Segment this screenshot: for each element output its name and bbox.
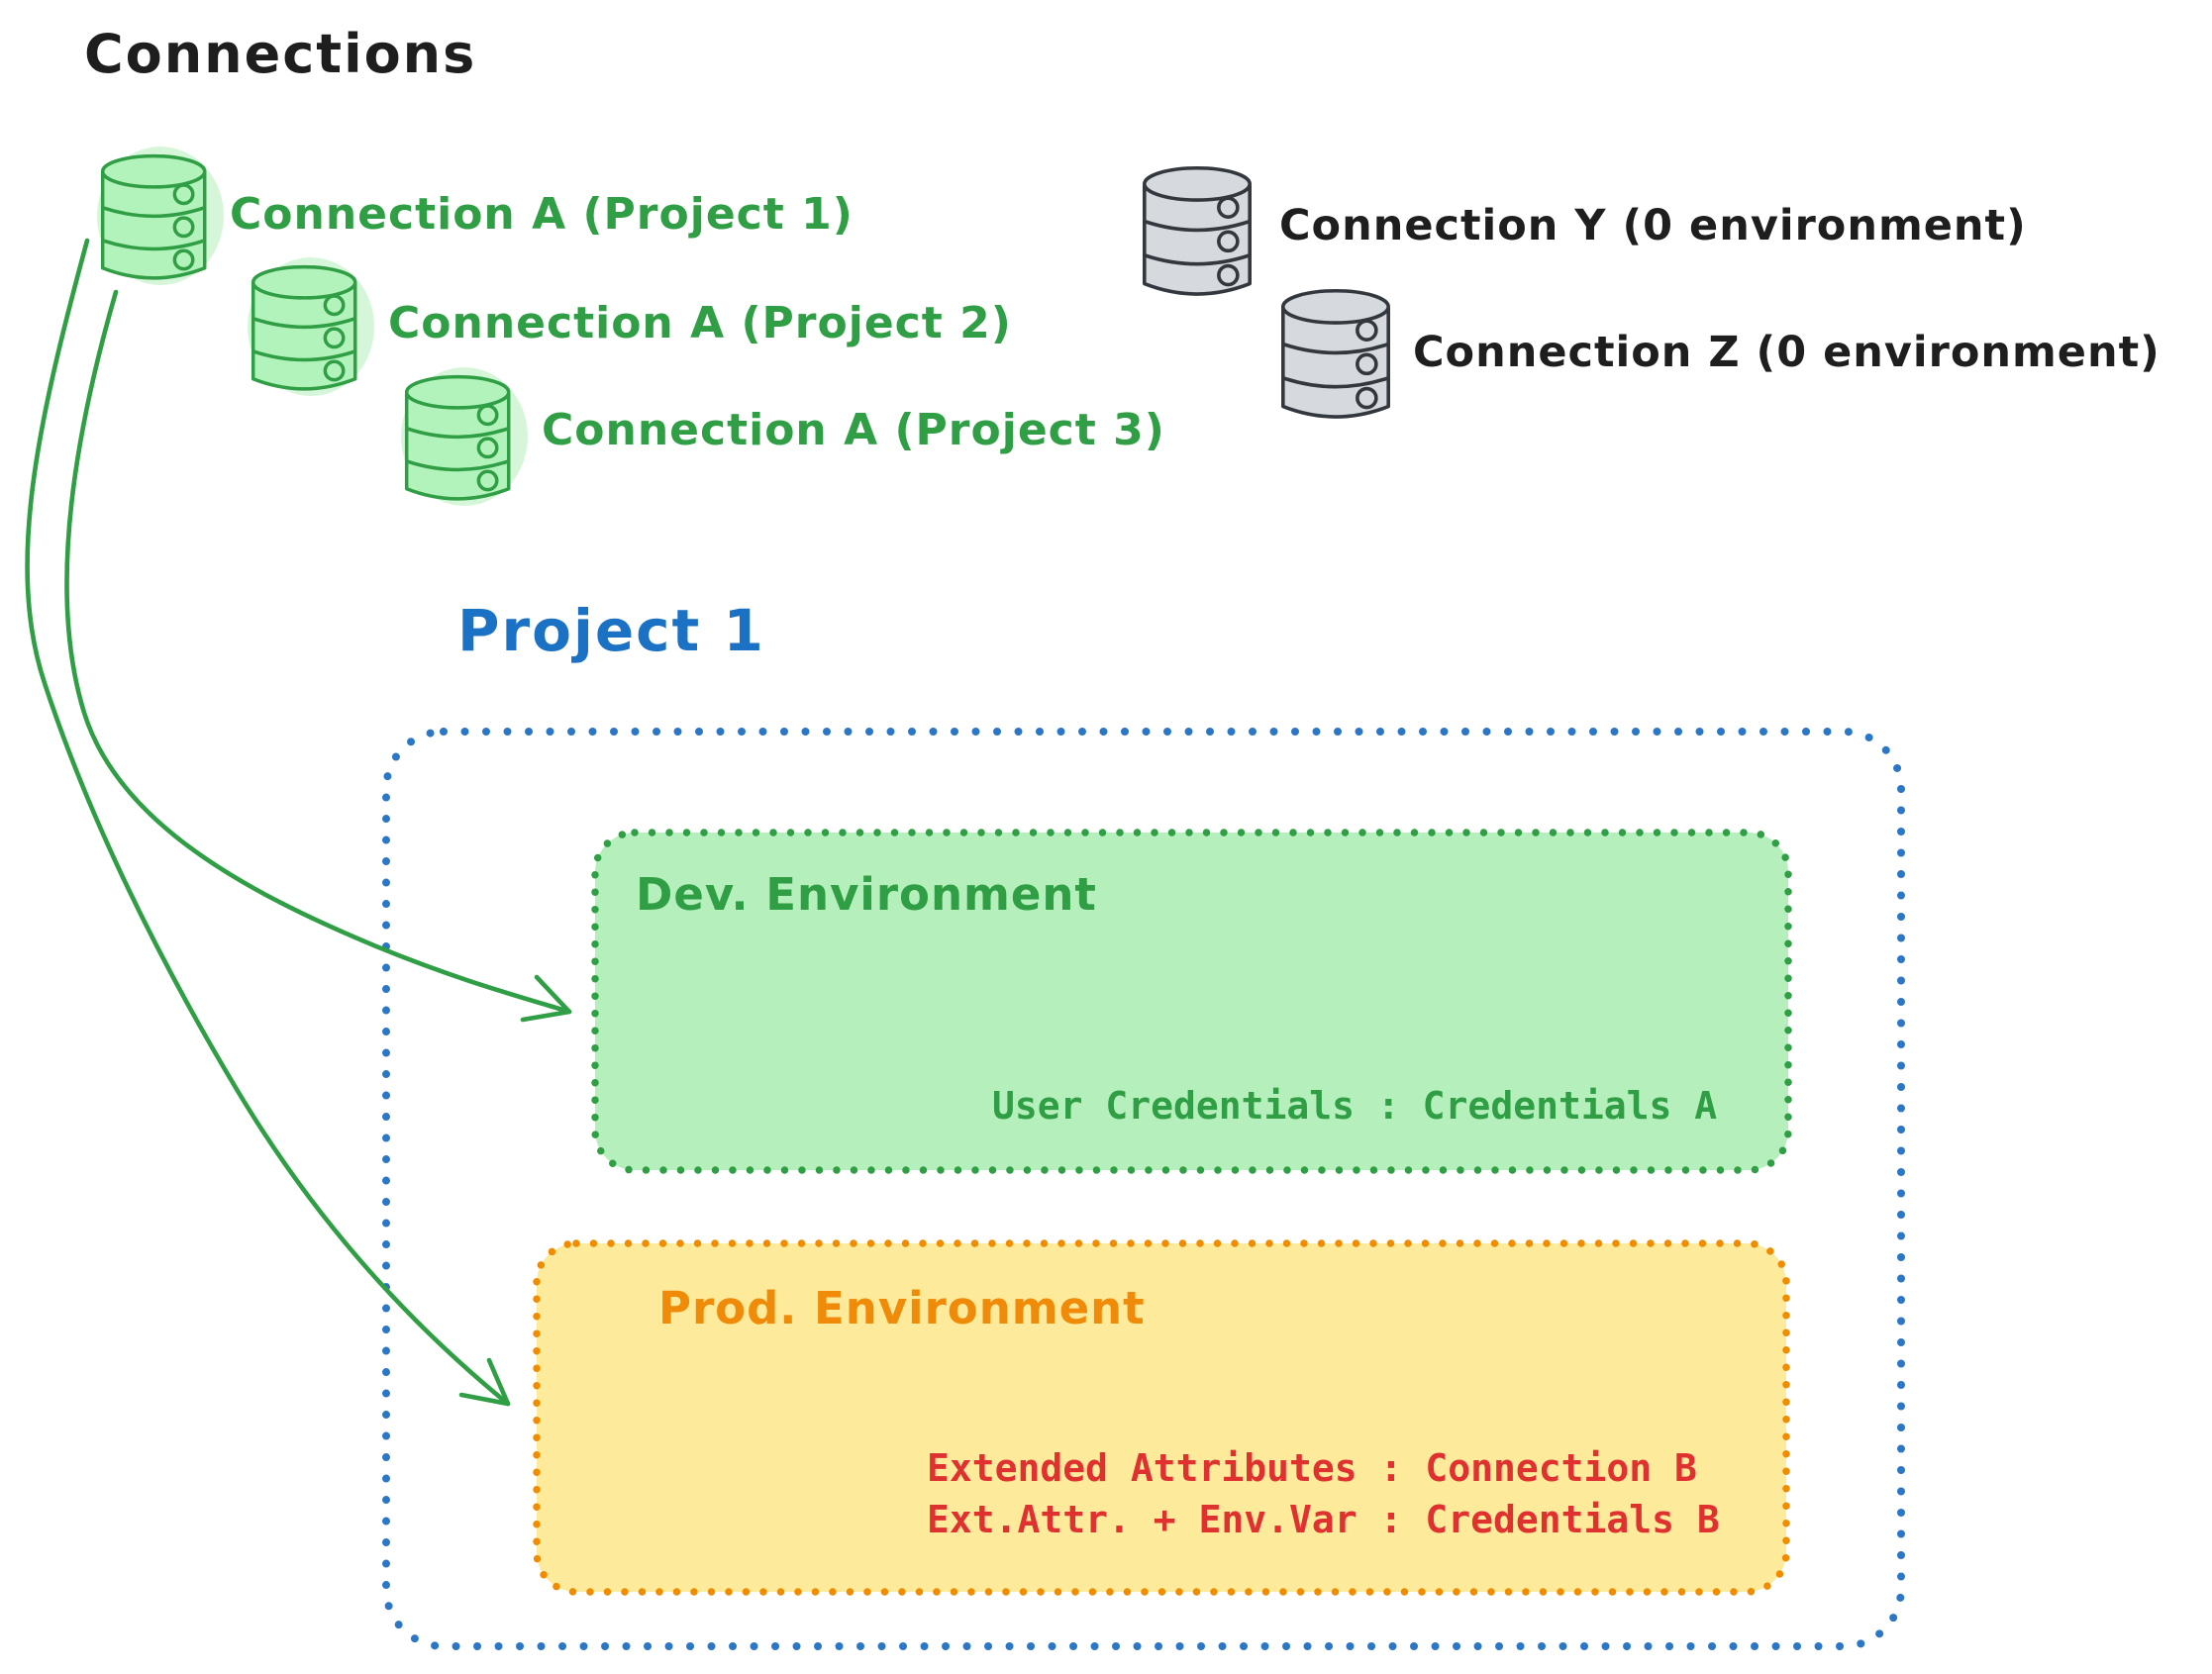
arrow-to-prod-environment <box>25 238 511 1407</box>
dev-environment-title: Dev. Environment <box>636 868 1097 921</box>
diagram-title: Connections <box>84 23 477 85</box>
database-icon-connection-a-project-3 <box>404 374 511 501</box>
prod-credential-line-2: Ext.Attr. + Env.Var : Credentials B <box>927 1497 1720 1541</box>
prod-environment-title: Prod. Environment <box>658 1282 1146 1334</box>
database-icon-connection-z <box>1280 288 1391 419</box>
label-connection-z: Connection Z (0 environment) <box>1413 328 2161 377</box>
label-connection-a-project-2: Connection A (Project 2) <box>388 298 1012 348</box>
label-connection-y: Connection Y (0 environment) <box>1279 201 2027 250</box>
arrow-to-dev-environment-head <box>520 974 572 1023</box>
label-connection-a-project-3: Connection A (Project 3) <box>542 405 1165 455</box>
dev-environment-credentials: User Credentials : Credentials A <box>992 1084 1718 1128</box>
arrow-to-prod-environment-head <box>458 1357 511 1407</box>
prod-credential-line-1: Extended Attributes : Connection B <box>927 1446 1697 1490</box>
database-icon-connection-a-project-2 <box>251 264 357 391</box>
prod-environment-credentials: Extended Attributes : Connection B Ext.A… <box>927 1443 1720 1545</box>
label-connection-a-project-1: Connection A (Project 1) <box>230 189 854 240</box>
database-icon-connection-y <box>1142 165 1253 296</box>
project-1-title: Project 1 <box>457 597 765 664</box>
database-icon-connection-a-project-1 <box>100 153 207 280</box>
